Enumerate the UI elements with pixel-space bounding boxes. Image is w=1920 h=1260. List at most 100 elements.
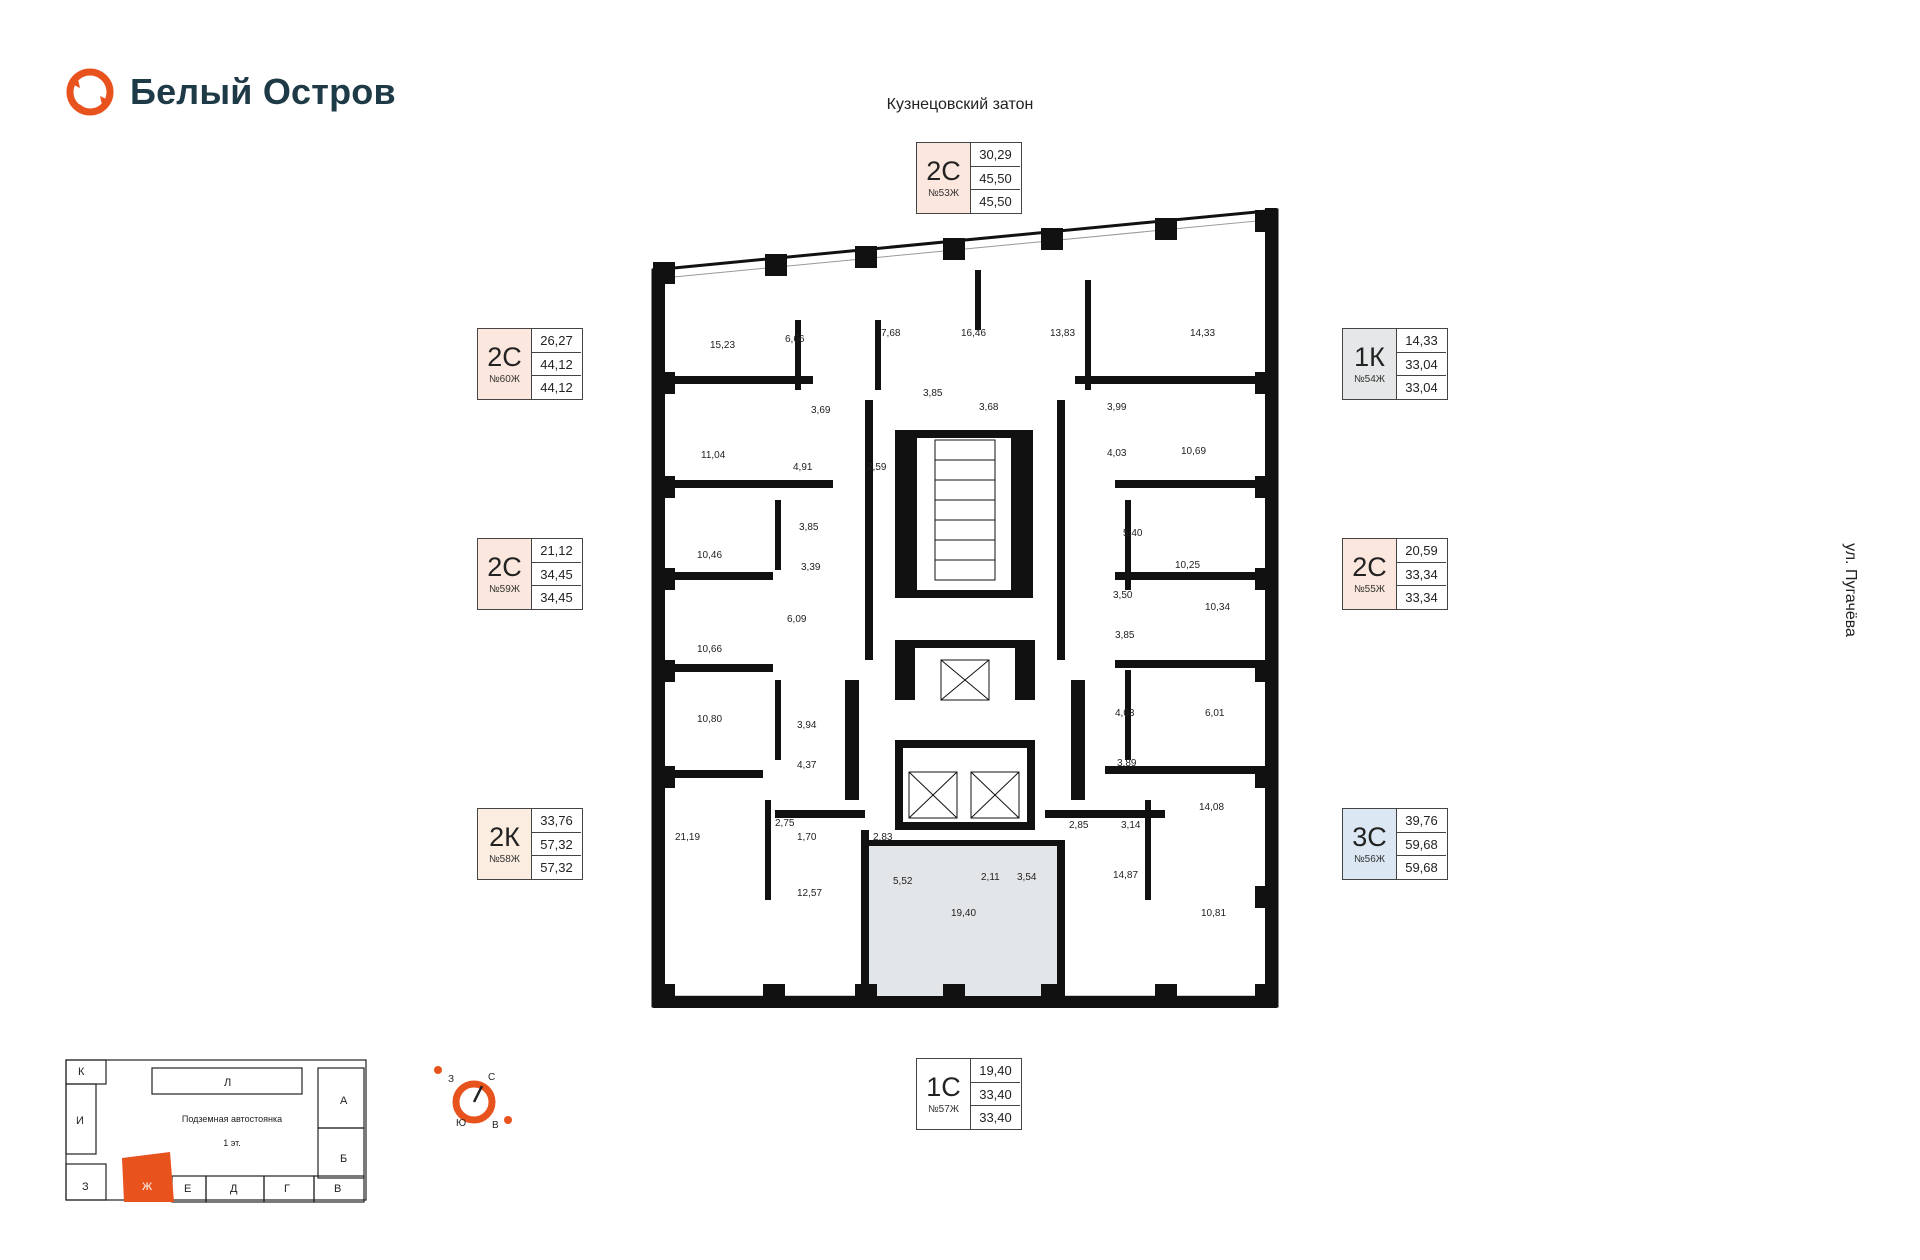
room-area: 10,25 [1175,560,1200,571]
total-area-with-balcony: 45,50 [979,194,1012,210]
apartment-areas: 30,29 45,50 45,50 [971,143,1020,213]
room-area: 16,46 [961,328,986,339]
total-area: 33,34 [1397,563,1446,587]
room-area: 10,81 [1201,908,1226,919]
room-area: 10,34 [1205,602,1230,613]
section-label: Л [224,1077,231,1089]
apartment-type: 1К [1354,342,1385,372]
room-area: 10,46 [697,550,722,561]
apartment-code: 2С №55Ж [1343,539,1397,609]
apartment-card-57[interactable]: 1С №57Ж 19,40 33,40 33,40 [916,1058,1022,1130]
total-area: 57,32 [532,833,581,857]
apartment-card-56[interactable]: 3С №56Ж 39,76 59,68 59,68 [1342,808,1448,880]
compass-west: З [448,1074,454,1085]
apartment-code: 1К №54Ж [1343,329,1397,399]
apartment-card-58[interactable]: 2К №58Ж 33,76 57,32 57,32 [477,808,583,880]
apartment-number: №58Ж [488,854,521,865]
apartment-areas: 14,33 33,04 33,04 [1397,329,1446,399]
core-elements [908,439,1020,819]
total-area: 33,40 [971,1083,1020,1107]
living-area: 33,76 [532,809,581,833]
brand: Белый Остров [64,66,396,118]
living-area: 20,59 [1397,539,1446,563]
apartment-number: №55Ж [1353,584,1386,595]
walls [653,208,1277,1008]
apartment-type: 2С [926,156,961,186]
street-label-top: Кузнецовский затон [886,96,1034,113]
room-area: 15,23 [710,340,735,351]
compass-south: Ю [456,1118,466,1129]
section-label: З [82,1181,89,1193]
site-minimap[interactable]: К Л А И Б З Ж Е Д Г В Подземная автостоя… [62,1058,422,1208]
room-area: 10,80 [697,714,722,725]
section-label: В [334,1183,341,1195]
section-label: Ж [142,1181,152,1193]
total-area-with-balcony: 34,45 [540,590,573,606]
section-label: К [78,1066,85,1078]
apartment-card-55[interactable]: 2С №55Ж 20,59 33,34 33,34 [1342,538,1448,610]
apartment-type: 2С [487,342,522,372]
room-area: 3,89 [1117,758,1137,769]
apartment-areas: 20,59 33,34 33,34 [1397,539,1446,609]
apartment-card-60[interactable]: 2С №60Ж 26,27 44,12 44,12 [477,328,583,400]
living-area: 26,27 [532,329,581,353]
room-area: 6,66 [785,334,805,345]
room-labels: 15,23 6,66 7,68 16,46 13,83 14,33 3,69 3… [675,328,1230,919]
total-area: 44,12 [532,353,581,377]
room-area: 3,14 [1121,820,1141,831]
apartment-type: 2С [487,552,522,582]
room-area: 2,59 [867,462,887,473]
room-area: 10,66 [697,644,722,655]
apartment-areas: 26,27 44,12 44,12 [532,329,581,399]
room-area: 3,85 [799,522,819,533]
selected-section [122,1152,174,1202]
room-area: 3,94 [797,720,817,731]
room-area: 3,68 [979,402,999,413]
apartment-number: №59Ж [488,584,521,595]
room-area: 4,91 [793,462,813,473]
room-area: 2,85 [1069,820,1089,831]
living-area: 19,40 [971,1059,1020,1083]
room-area: 3,39 [801,562,821,573]
room-area: 3,85 [923,388,943,399]
apartment-card-53[interactable]: 2С №53Ж 30,29 45,50 45,50 [916,142,1022,214]
apartment-card-59[interactable]: 2С №59Ж 21,12 34,45 34,45 [477,538,583,610]
room-area: 14,08 [1199,802,1224,813]
apartment-areas: 39,76 59,68 59,68 [1397,809,1446,879]
apartment-number: №54Ж [1353,374,1386,385]
section-label: И [76,1115,84,1127]
room-area: 5,52 [893,876,913,887]
total-area: 45,50 [971,167,1020,191]
apartment-number: №53Ж [927,188,960,199]
apartment-number: №57Ж [927,1104,960,1115]
apartment-code: 2С №53Ж [917,143,971,213]
apartment-areas: 21,12 34,45 34,45 [532,539,581,609]
room-area: 4,03 [1115,708,1135,719]
room-area: 12,57 [797,888,822,899]
living-area: 14,33 [1397,329,1446,353]
room-area: 4,03 [1107,448,1127,459]
apartment-code: 3С №56Ж [1343,809,1397,879]
apartment-card-54[interactable]: 1К №54Ж 14,33 33,04 33,04 [1342,328,1448,400]
section-label: А [340,1095,348,1107]
total-area-with-balcony: 57,32 [540,860,573,876]
room-area: 21,19 [675,832,700,843]
room-area: 14,87 [1113,870,1138,881]
room-area: 2,11 [981,872,1000,883]
room-area: 6,09 [787,614,807,625]
section-label: Д [230,1183,238,1195]
compass-east: В [492,1120,499,1131]
room-area: 7,68 [881,328,901,339]
section-label: Е [184,1183,191,1195]
total-area: 59,68 [1397,833,1446,857]
section-label: Б [340,1153,347,1165]
room-area: 5,40 [1123,528,1143,539]
apartment-code: 1С №57Ж [917,1059,971,1129]
total-area: 33,04 [1397,353,1446,377]
section-label: Г [284,1183,290,1195]
apartment-code: 2С №59Ж [478,539,532,609]
minimap-subtitle: 1 эт. [223,1138,241,1148]
room-area: 6,01 [1205,708,1225,719]
living-area: 21,12 [532,539,581,563]
room-area: 3,99 [1107,402,1127,413]
